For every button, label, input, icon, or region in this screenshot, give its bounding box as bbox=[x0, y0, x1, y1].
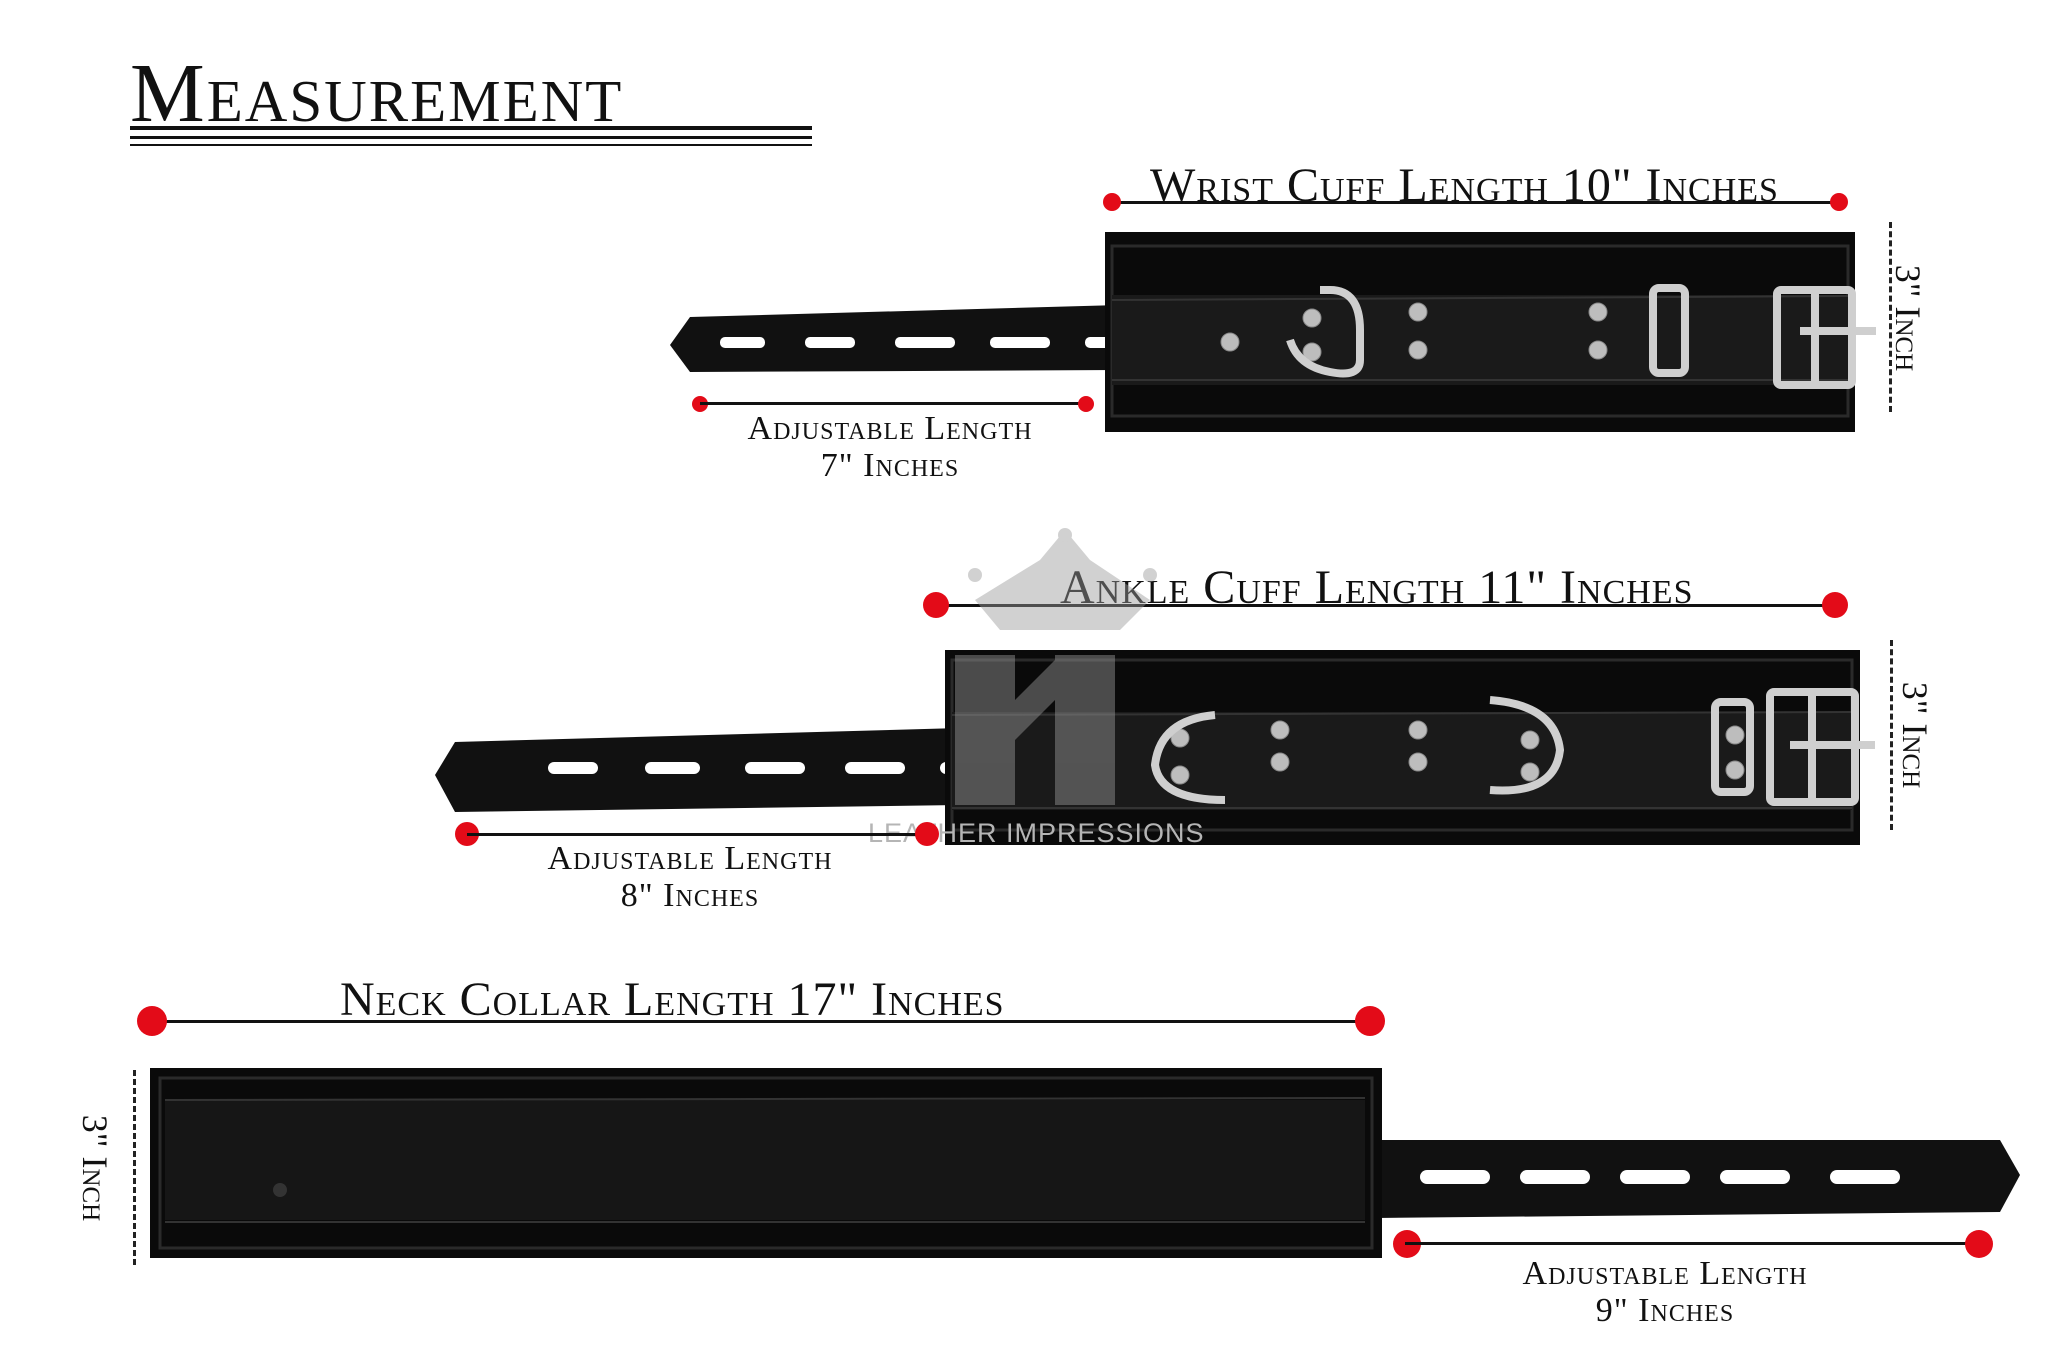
page-title: Measurement bbox=[130, 47, 624, 140]
wrist-length-end-marker bbox=[1830, 193, 1848, 211]
neck-adjust-line1: Adjustable Length bbox=[1522, 1255, 1808, 1292]
ankle-height-line bbox=[1890, 640, 1893, 830]
ankle-adjust-line1: Adjustable Length bbox=[547, 840, 833, 877]
title-underline bbox=[130, 144, 812, 146]
neck-height-line bbox=[133, 1070, 136, 1265]
neck-adjust-label: Adjustable Length 9" Inches bbox=[1465, 1255, 1865, 1330]
neck-length-end-marker bbox=[1355, 1006, 1385, 1036]
wrist-adjust-label: Adjustable Length 7" Inches bbox=[690, 410, 1090, 485]
neck-height-label: 3" Inch bbox=[75, 1114, 116, 1222]
neck-adjust-end-marker bbox=[1965, 1230, 1993, 1258]
title-underline bbox=[130, 126, 812, 130]
ankle-length-end-marker bbox=[1822, 592, 1848, 618]
wrist-length-line bbox=[1110, 201, 1840, 204]
wrist-adjust-line bbox=[700, 402, 1085, 405]
ankle-adjust-line bbox=[467, 833, 927, 836]
ankle-adjust-label: Adjustable Length 8" Inches bbox=[470, 840, 910, 915]
wrist-length-start-marker bbox=[1103, 193, 1121, 211]
wrist-height-line bbox=[1889, 222, 1892, 412]
title-underline bbox=[130, 136, 812, 139]
wrist-adjust-line1: Adjustable Length bbox=[747, 410, 1033, 447]
neck-length-line bbox=[150, 1020, 1375, 1023]
wrist-adjust-end-marker bbox=[1078, 396, 1094, 412]
ankle-length-start-marker bbox=[923, 592, 949, 618]
wrist-adjust-line2: 7" Inches bbox=[820, 447, 960, 485]
ankle-adjust-line2: 8" Inches bbox=[620, 877, 760, 915]
ankle-adjust-end-marker bbox=[915, 822, 939, 846]
neck-length-start-marker bbox=[137, 1006, 167, 1036]
neck-length-label: Neck Collar Length 17" Inches bbox=[340, 973, 1005, 1026]
neck-adjust-line2: 9" Inches bbox=[1595, 1292, 1735, 1330]
ankle-length-line bbox=[935, 604, 1835, 607]
neck-adjust-line bbox=[1405, 1242, 1980, 1245]
